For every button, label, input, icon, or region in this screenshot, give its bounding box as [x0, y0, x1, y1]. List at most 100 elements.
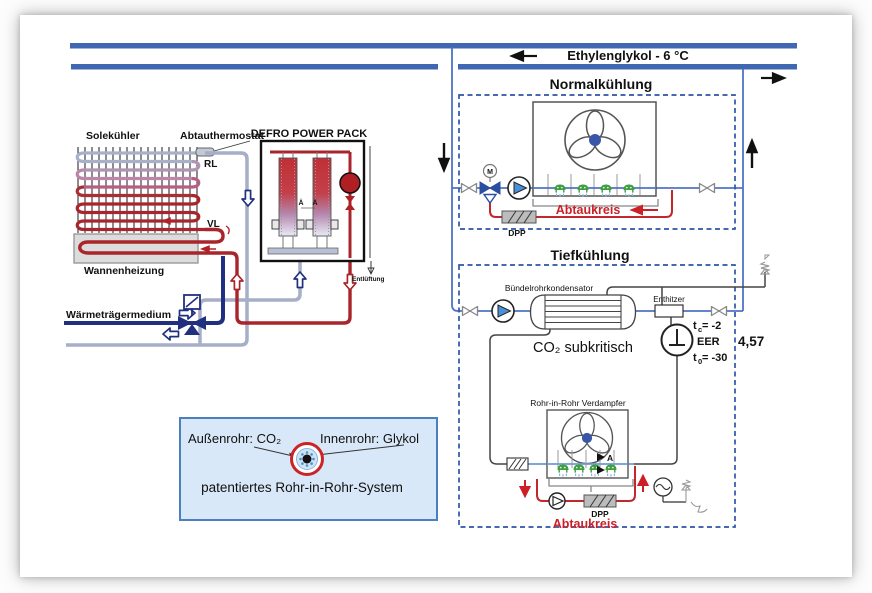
compressor-icon	[660, 323, 694, 357]
nk-dpp-heat-exchanger	[501, 210, 537, 224]
rohr-in-rohr-infobox: Außenrohr: CO₂ Innenrohr: Glykol patenti…	[179, 417, 438, 521]
svg-text:A: A	[607, 453, 613, 463]
coil-flow-arrow-icon	[160, 217, 177, 225]
tk-shutoff-valve-left-icon	[461, 305, 479, 317]
sensor-a1: Ä	[298, 199, 303, 207]
header-bar-left	[71, 64, 438, 70]
heat-transfer-medium: Wärmeträgermedium	[64, 256, 225, 341]
normalkuehlung-section: Normalkühlung DPP	[458, 76, 736, 238]
abtauthermostat-label: Abtauthermostat	[180, 130, 265, 142]
vl-flow-curl-icon	[225, 225, 230, 235]
defrost-supply-pipe	[78, 227, 352, 325]
tk-defrost-up-arrow-icon	[636, 473, 650, 492]
glycol-flow-label: Ethylenglykol - 6 °C	[567, 48, 689, 63]
normalkuehlung-title: Normalkühlung	[550, 76, 653, 92]
nk-motor-valve-icon: M	[479, 163, 501, 205]
wannen-flow-arrow-icon	[199, 245, 216, 253]
flow-right-arrow-icon	[761, 71, 787, 85]
tiefkuehlung-title: Tiefkühlung	[550, 247, 629, 263]
heat-exchanger-column	[271, 152, 305, 250]
pack-up-arrow-icon	[293, 271, 307, 289]
glycol-supply-pipe	[451, 47, 743, 312]
rl-label: RL	[204, 159, 217, 170]
tk-drip-tray	[548, 479, 634, 487]
waermetraeger-label: Wärmeträgermedium	[66, 309, 171, 321]
medium-out-arrow-icon	[162, 327, 180, 341]
tk-shutoff-valve-right-icon	[710, 305, 728, 317]
coil-serpentine	[75, 151, 205, 232]
flow-left-arrow-icon	[509, 49, 537, 63]
eer-value: 4,57	[738, 334, 764, 349]
defro-valve-icon	[345, 196, 355, 210]
tk-abtaukreis-label: Abtaukreis	[553, 517, 618, 531]
tk-pump-icon	[491, 299, 515, 323]
vl-label: VL	[207, 219, 220, 230]
entlueftung-label: Entlüftung	[352, 276, 385, 283]
svg-text:= -30: = -30	[702, 352, 727, 364]
nk-defrost-flow-arrow-icon	[629, 204, 658, 216]
safety-valve-icon	[759, 254, 771, 275]
wannenheizung: Wannenheizung	[73, 227, 352, 325]
defro-pump-icon	[339, 172, 361, 194]
pack-return-pipe	[198, 254, 302, 345]
sensor-a2: Ä	[312, 199, 317, 207]
header-bar-top	[70, 43, 797, 49]
svg-text:M: M	[487, 169, 493, 176]
heat-exchanger-column	[305, 152, 339, 250]
tk-dpp-label: DPP	[591, 509, 609, 519]
medium-supply-pipe	[64, 256, 225, 325]
three-way-valve-icon	[178, 294, 206, 335]
filter-icon	[506, 457, 529, 471]
solekuehler-coil: Solekühler Abtauthermostat RL VL	[75, 130, 265, 253]
pipe-cross-section-icon	[290, 442, 324, 476]
flow-down-arrow-icon	[437, 143, 451, 174]
inner-pipe-label: Innenrohr: Glykol	[320, 431, 419, 446]
tk-defrost-down-arrow-icon	[518, 480, 532, 499]
defro-power-pack: DEFRO POWER PACK	[251, 128, 385, 283]
nk-shutoff-valve-right-icon	[698, 182, 716, 194]
normalkuehlung-box	[458, 94, 736, 230]
nk-defrost-pipe	[489, 190, 673, 218]
eer-label: EER	[697, 336, 720, 348]
wannenheizung-label: Wannenheizung	[84, 265, 164, 277]
defrost-direction-a-icon: A	[597, 453, 613, 474]
glycol-header: Ethylenglykol - 6 °C	[70, 43, 797, 174]
co2-liquid-line	[489, 329, 551, 465]
tk-defrost-pump-icon	[548, 492, 566, 510]
outer-pipe-label: Außenrohr: CO₂	[188, 431, 281, 446]
defrost-up-arrow-icon	[230, 273, 244, 291]
pack-rail	[267, 247, 339, 255]
nk-abtaukreis-label: Abtaukreis	[556, 203, 621, 217]
solekuehler-label: Solekühler	[86, 130, 140, 142]
tiefkuehlung-box	[458, 264, 736, 528]
nk-shutoff-valve-left-icon	[460, 182, 478, 194]
header-bar-right	[458, 64, 797, 70]
rl-return-pipe	[66, 151, 249, 347]
flow-up-arrow-icon	[745, 137, 759, 168]
performance-labels: t c = -2 EER 4,57 t 0 = -30	[693, 320, 764, 366]
svg-text:c: c	[698, 325, 702, 334]
rl-down-arrow-icon	[241, 189, 255, 207]
shell-tube-condenser	[529, 294, 637, 330]
tk-fan-icon	[560, 411, 614, 465]
enthitzer-unit	[654, 304, 684, 318]
tk-dpp-heat-exchanger	[583, 494, 617, 508]
co2-hot-gas-line	[606, 272, 766, 465]
svg-text:0: 0	[698, 357, 702, 366]
entlueftung-vent-icon	[367, 261, 375, 276]
defro-title: DEFRO POWER PACK	[251, 128, 368, 140]
tiefkuehlung-section: Tiefkühlung	[458, 247, 771, 531]
nk-dpp-label: DPP	[508, 228, 526, 238]
svg-text:t: t	[693, 352, 697, 364]
nk-hangers	[547, 174, 641, 195]
co2-subkritisch-label: CO₂ subkritisch	[533, 340, 633, 356]
patent-caption: patentiertes Rohr-in-Rohr-System	[201, 480, 403, 495]
kondensator-label: Bündelrohrkondensator	[505, 283, 594, 293]
svg-text:t: t	[693, 320, 697, 332]
pressure-gauge-icon	[653, 477, 686, 503]
relief-valve-icon	[680, 479, 708, 513]
nk-fan-icon	[564, 109, 626, 171]
enthitzer-label: Enthitzer	[653, 295, 685, 304]
